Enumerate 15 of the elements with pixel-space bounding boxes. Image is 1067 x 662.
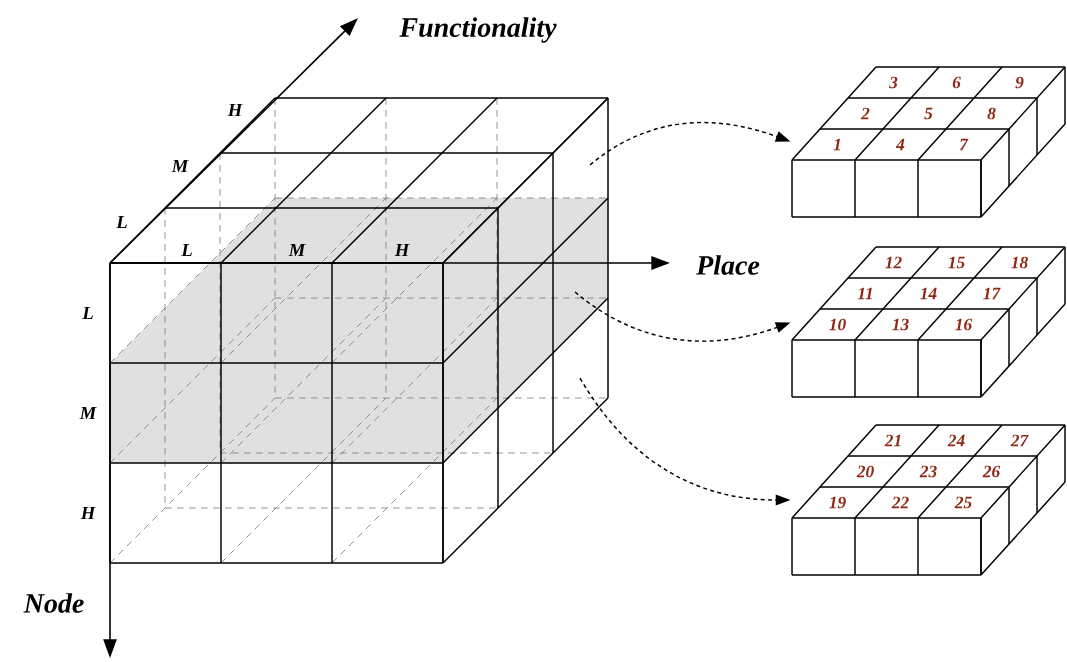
axis-label: H: [227, 103, 243, 117]
axis-label: Functionality: [399, 17, 557, 43]
slab-drawing: 10 11 12 13 14 15 16 17 18: [791, 246, 1066, 398]
axis-label: Place: [696, 255, 760, 275]
axis-label: L: [181, 243, 192, 257]
axis-label: H: [80, 506, 96, 520]
axis-label: M: [171, 159, 189, 173]
axis-label: M: [79, 406, 97, 420]
axis-label: L: [116, 215, 127, 229]
slab-drawing: 1 2 3 4 5 6 7 8 9: [791, 66, 1066, 218]
axis-label: Node: [23, 593, 84, 613]
axis-label: L: [82, 306, 93, 320]
axis-label: H: [394, 243, 410, 257]
slab-drawing: 19 20 21 22 23 24 25 26 27: [791, 424, 1066, 576]
axis-label: M: [288, 243, 306, 257]
